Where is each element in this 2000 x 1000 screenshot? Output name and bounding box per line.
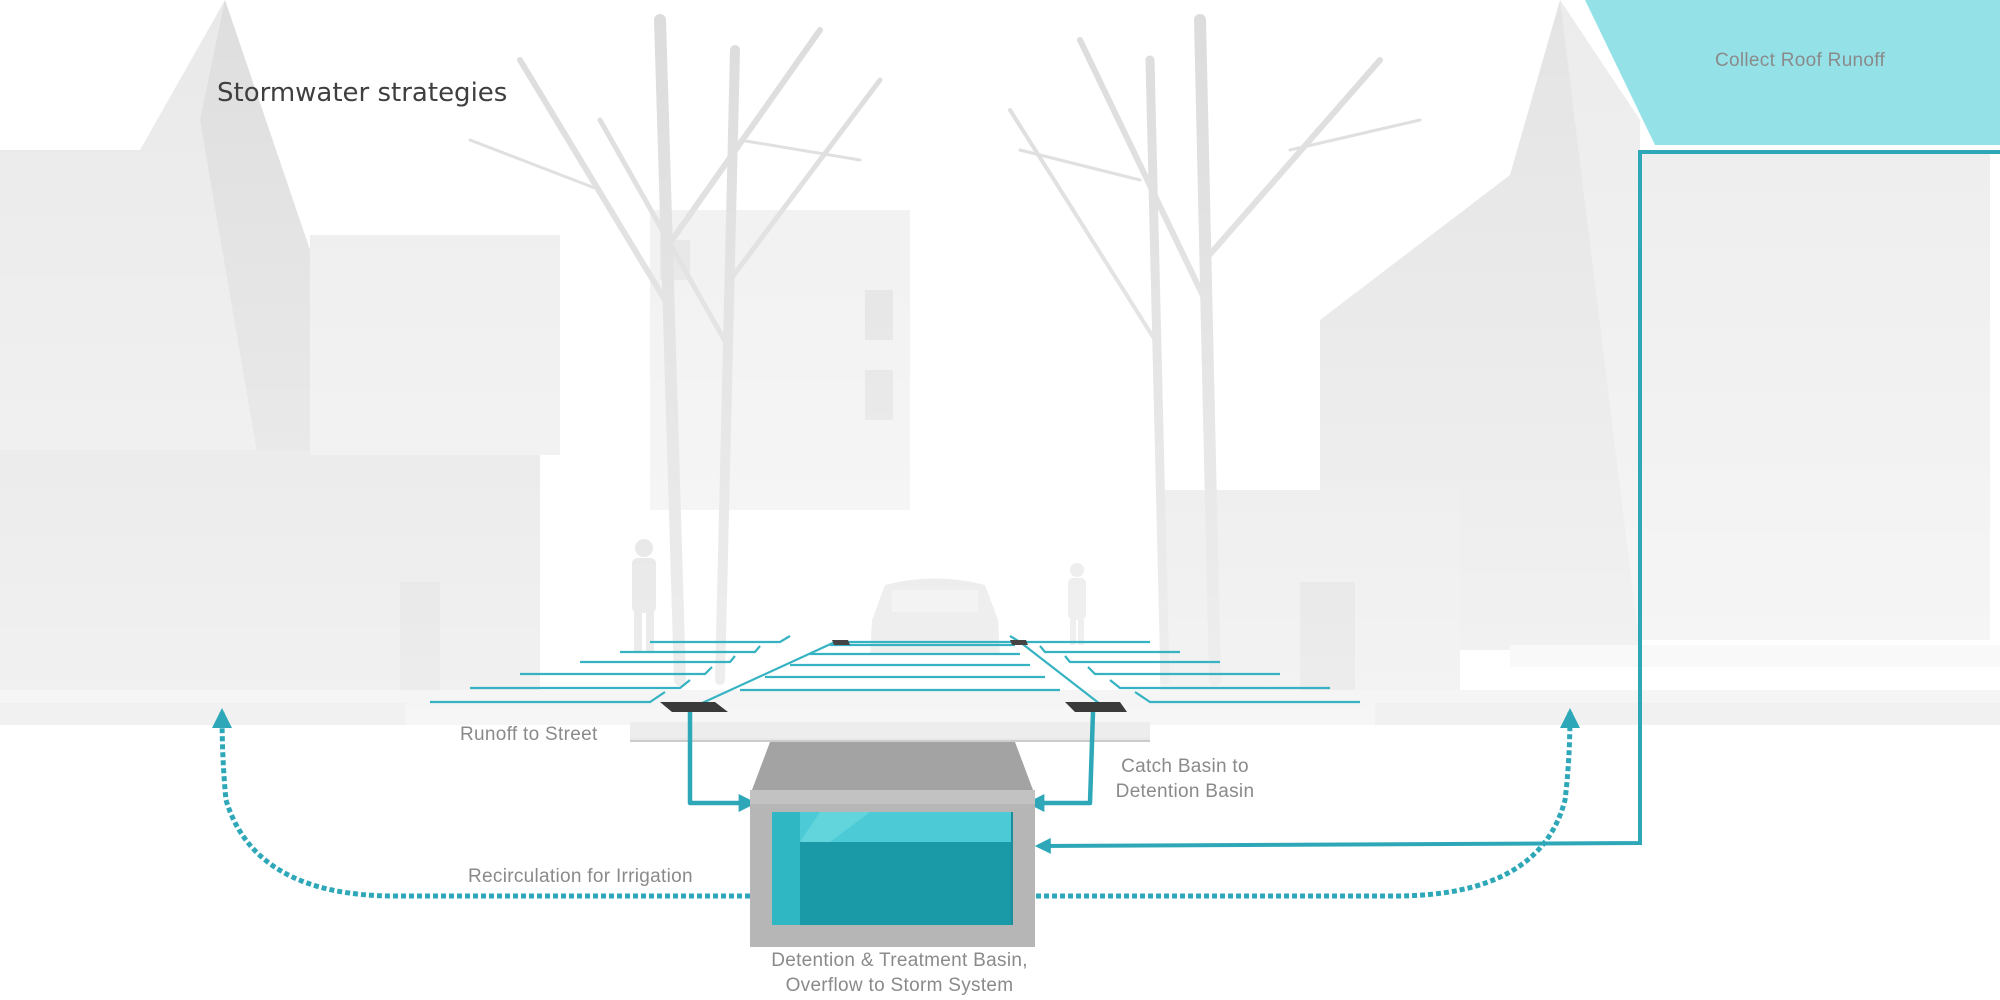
basin-water-left-face <box>772 812 800 925</box>
recirculation-label: Recirculation for Irrigation <box>468 866 693 887</box>
catch-basin-label: Catch Basin to Detention Basin <box>1095 754 1275 804</box>
right-catch-basin-pipe <box>1026 711 1096 812</box>
basin-water-front <box>772 842 1012 925</box>
diagram-title: Stormwater strategies <box>217 78 508 108</box>
detention-basin-label-line-2: Overflow to Storm System <box>785 975 1014 996</box>
catch-basin-grate-icon <box>832 640 1028 645</box>
basin-lid <box>752 742 1033 790</box>
left-catch-basin-pipe <box>687 712 757 812</box>
left-recirculation-arc <box>212 708 750 899</box>
collect-roof-runoff-label: Collect Roof Runoff <box>1715 50 1886 71</box>
roof-runoff-downspout <box>1034 150 2000 854</box>
recirculation-arcs <box>212 708 1580 899</box>
detention-basin-label-line-1: Detention & Treatment Basin, <box>771 950 1028 971</box>
catch-basin-label-line-1: Catch Basin to <box>1121 756 1249 777</box>
right-recirculation-arc <box>1036 708 1580 899</box>
runoff-to-street-label: Runoff to Street <box>460 724 598 745</box>
catch-basin-pipes <box>687 711 1096 812</box>
detention-basin-label: Detention & Treatment Basin, Overflow to… <box>742 948 1057 998</box>
roof-runoff-panel <box>1585 0 2000 145</box>
catch-basin-label-line-2: Detention Basin <box>1115 781 1255 802</box>
catch-basin-grate-icon <box>660 702 1127 712</box>
detention-basin <box>750 742 1035 947</box>
basin-water-highlight <box>800 812 870 842</box>
